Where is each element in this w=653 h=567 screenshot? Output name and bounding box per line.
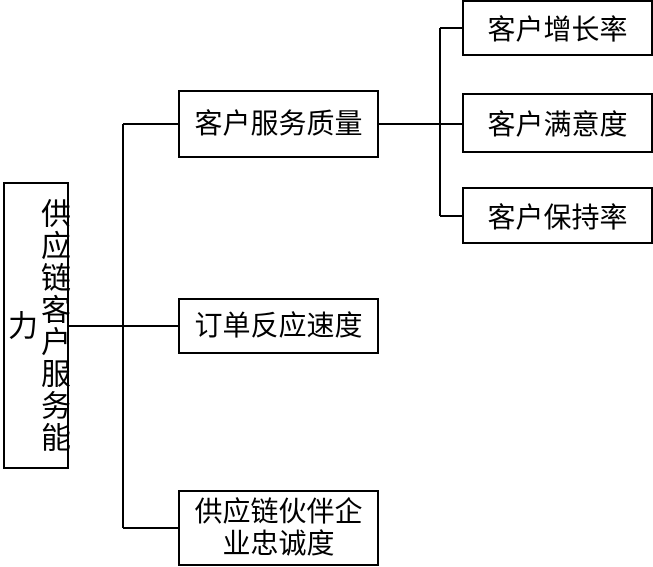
node-customer-growth-rate-label: 客户增长率 (487, 13, 628, 46)
node-partner-loyalty-label: 供应链伙伴企业忠诚度 (194, 494, 363, 560)
node-customer-satisfaction: 客户满意度 (462, 93, 653, 153)
node-partner-loyalty: 供应链伙伴企业忠诚度 (178, 490, 379, 566)
root-node-label: 供应链客户服务能力 (2, 197, 70, 454)
node-customer-growth-rate: 客户增长率 (462, 0, 653, 56)
node-customer-satisfaction-label: 客户满意度 (487, 108, 628, 141)
root-node: 供应链客户服务能力 (2, 182, 70, 469)
node-customer-service-quality: 客户服务质量 (178, 90, 379, 158)
node-customer-retention-rate-label: 客户保持率 (487, 200, 628, 234)
node-order-response-speed-label: 订单反应速度 (194, 308, 363, 342)
node-order-response-speed: 订单反应速度 (178, 298, 379, 354)
node-customer-retention-rate: 客户保持率 (462, 187, 653, 244)
node-customer-service-quality-label: 客户服务质量 (194, 106, 363, 140)
